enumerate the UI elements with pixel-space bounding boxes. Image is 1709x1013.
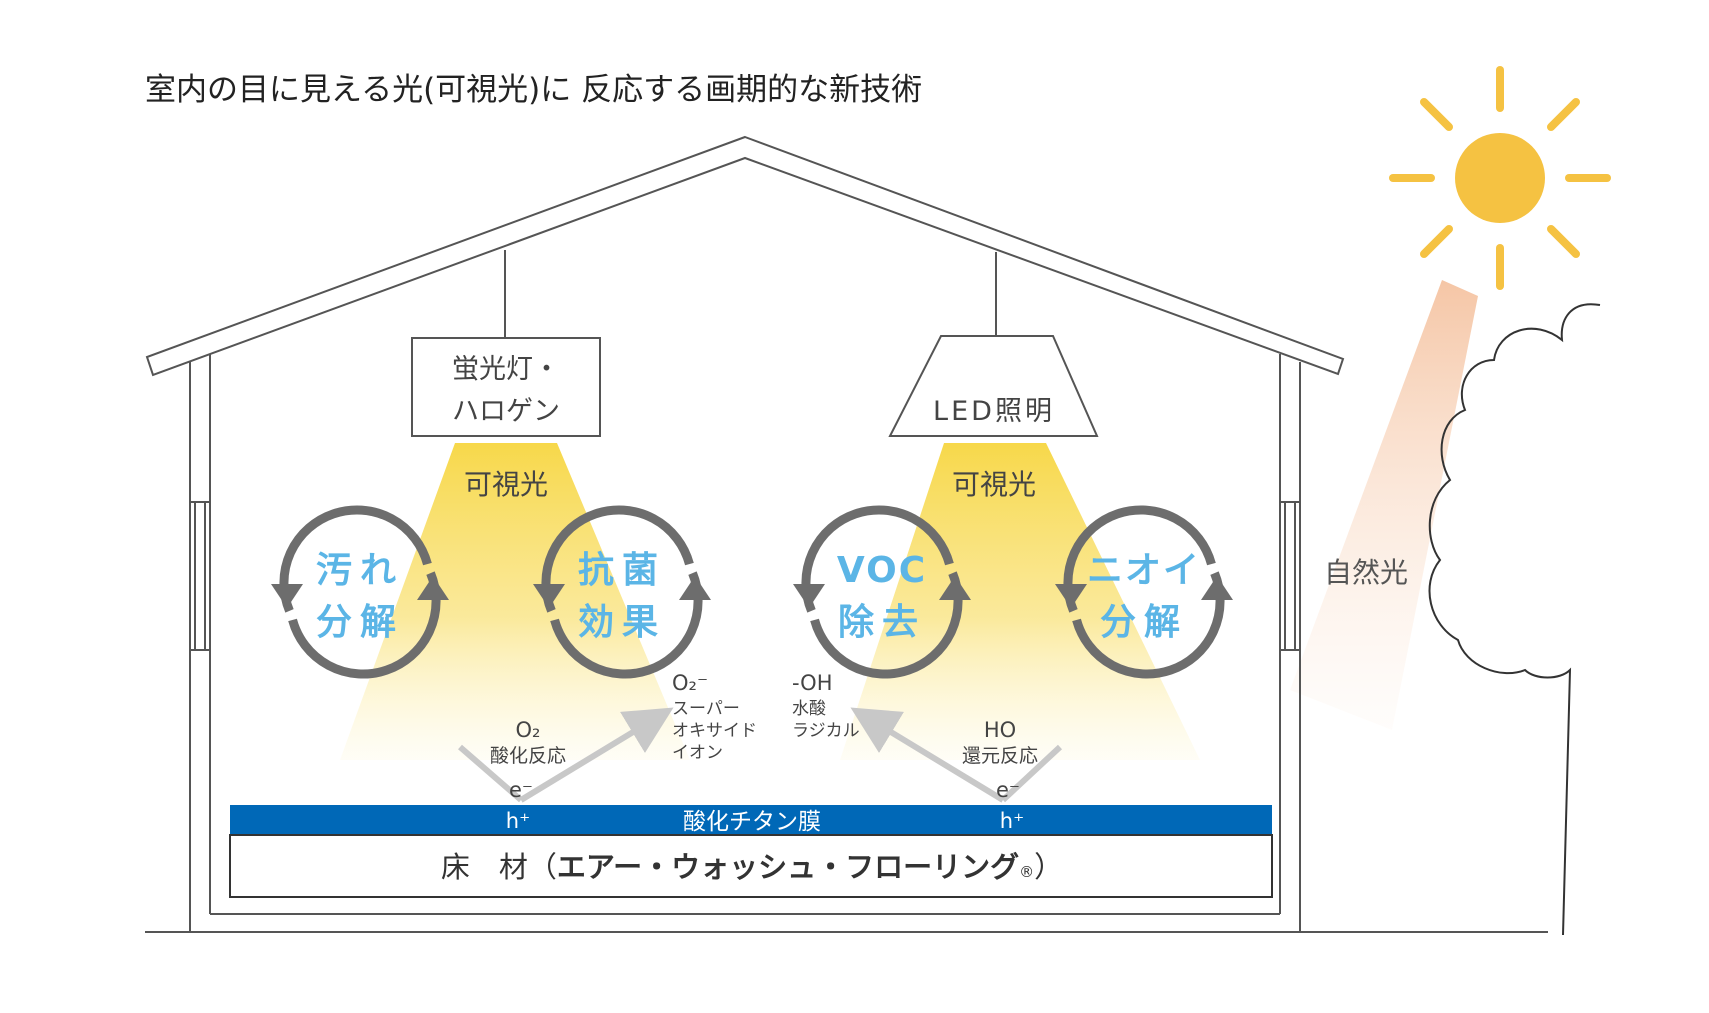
hole-right: h⁺ [1000, 809, 1024, 833]
natural-light-beam [1290, 280, 1478, 730]
titanium-oxide-film [230, 805, 1272, 835]
cycle-arc-lower [550, 571, 703, 679]
right-light-beam [840, 443, 1200, 760]
cycle-arrowhead-up [939, 576, 971, 600]
film-label: 酸化チタン膜 [683, 809, 821, 835]
flooring-suffix: ） [1034, 850, 1063, 884]
oxidation-label: 酸化反応 [490, 745, 566, 767]
superoxide-line2: オキサイド [672, 721, 757, 741]
oxidation-formula: O₂ [516, 718, 541, 742]
superoxide-line1: スーパー [672, 699, 740, 719]
right-lamp-label: LED照明 [933, 396, 1055, 427]
reduction-arrow-out [850, 707, 1005, 803]
visible-light-label-right: 可視光 [952, 468, 1036, 501]
superoxide-line3: イオン [672, 743, 723, 763]
left-light-beam [340, 443, 690, 760]
left-lamp-label-line2: ハロゲン [452, 396, 560, 427]
flooring-product: エアー・ウォッシュ・フローリング [557, 850, 1019, 884]
effect-label-line1: ニオイ [1087, 550, 1201, 591]
cycle-arc-lower [288, 571, 441, 679]
tree-outline [1428, 303, 1601, 936]
reduction-label: 還元反応 [962, 745, 1038, 767]
house-outline [145, 135, 1548, 933]
natural-light-label: 自然光 [1324, 556, 1408, 589]
flooring-box [229, 834, 1273, 898]
oxidation-arrow-in [458, 744, 523, 803]
oxidation-arrow-out [519, 707, 674, 803]
cycle-arrowhead-up [1201, 576, 1233, 600]
effect-label-line1: 抗菌 [578, 549, 666, 591]
electron-right: e⁻ [996, 778, 1020, 802]
page-title: 室内の目に見える光(可視光)に 反応する画期的な新技術 [145, 72, 922, 108]
hole-left: h⁺ [506, 809, 530, 833]
reduction-arrow-in [1000, 744, 1063, 803]
reduction-formula: HO [984, 718, 1016, 742]
cycle-arc-upper [801, 505, 954, 613]
flooring-label: 床 材（エアー・ウォッシュ・フローリング®） [441, 850, 1063, 884]
flooring-prefix: 床 材（ [441, 850, 557, 884]
effect-label-line1: 汚れ [316, 550, 404, 591]
cycle-arc-upper [1063, 505, 1216, 613]
effect-cycle-3: VOC 除去 [793, 505, 971, 679]
cycle-arc-lower [810, 571, 963, 679]
cycle-arrowhead-down [793, 584, 825, 608]
left-lamp-label-line1: 蛍光灯・ [452, 354, 560, 385]
reaction-arrows [458, 707, 1063, 803]
effect-label-line2: 除去 [838, 602, 926, 643]
cycle-arc-upper [279, 505, 432, 613]
effect-label-line2: 効果 [578, 602, 666, 643]
sun-icon [1389, 66, 1611, 290]
effect-label-line2: 分解 [1100, 602, 1188, 643]
cycle-arrowhead-down [1055, 584, 1087, 608]
fluorescent-halogen-lamp [411, 337, 601, 437]
cycle-arrowhead-up [417, 576, 449, 600]
cycle-arc-lower [1072, 571, 1225, 679]
hydroxyl-line2: ラジカル [792, 721, 860, 741]
effect-label-line2: 分解 [316, 602, 404, 643]
electron-left: e⁻ [509, 778, 533, 802]
cycle-arrowhead-down [271, 584, 303, 608]
hydroxyl-formula: -OH [792, 671, 832, 695]
led-lamp [888, 335, 1099, 437]
cycle-arc-upper [541, 505, 694, 613]
superoxide-formula: O₂⁻ [672, 671, 708, 695]
cycle-arrowhead-up [679, 576, 711, 600]
visible-light-label-left: 可視光 [464, 468, 548, 501]
effect-label-line1: VOC [837, 550, 927, 591]
cycle-arrowhead-down [533, 584, 565, 608]
flooring-mark: ® [1019, 863, 1034, 881]
hydroxyl-line1: 水酸 [792, 699, 826, 719]
